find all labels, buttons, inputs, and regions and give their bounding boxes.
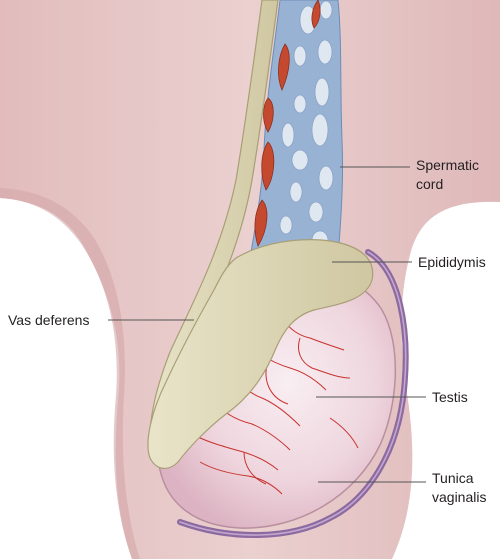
epididymis xyxy=(147,239,374,469)
leader-lines xyxy=(108,166,426,483)
skin-shadow xyxy=(0,188,140,559)
tunica-highlight xyxy=(179,251,407,536)
label-testis: Testis xyxy=(432,389,468,405)
label-tunica-vaginalis-line1: Tunica xyxy=(432,470,474,486)
cord-vessels xyxy=(254,0,321,247)
label-tunica-vaginalis-line2: vaginalis xyxy=(432,489,487,505)
label-vas-deferens: Vas deferens xyxy=(8,312,90,328)
label-epididymis: Epididymis xyxy=(418,254,486,270)
label-spermatic-cord-line2: cord xyxy=(416,176,444,192)
testis-veins xyxy=(195,317,359,495)
label-spermatic-cord-line1: Spermatic xyxy=(416,157,480,173)
